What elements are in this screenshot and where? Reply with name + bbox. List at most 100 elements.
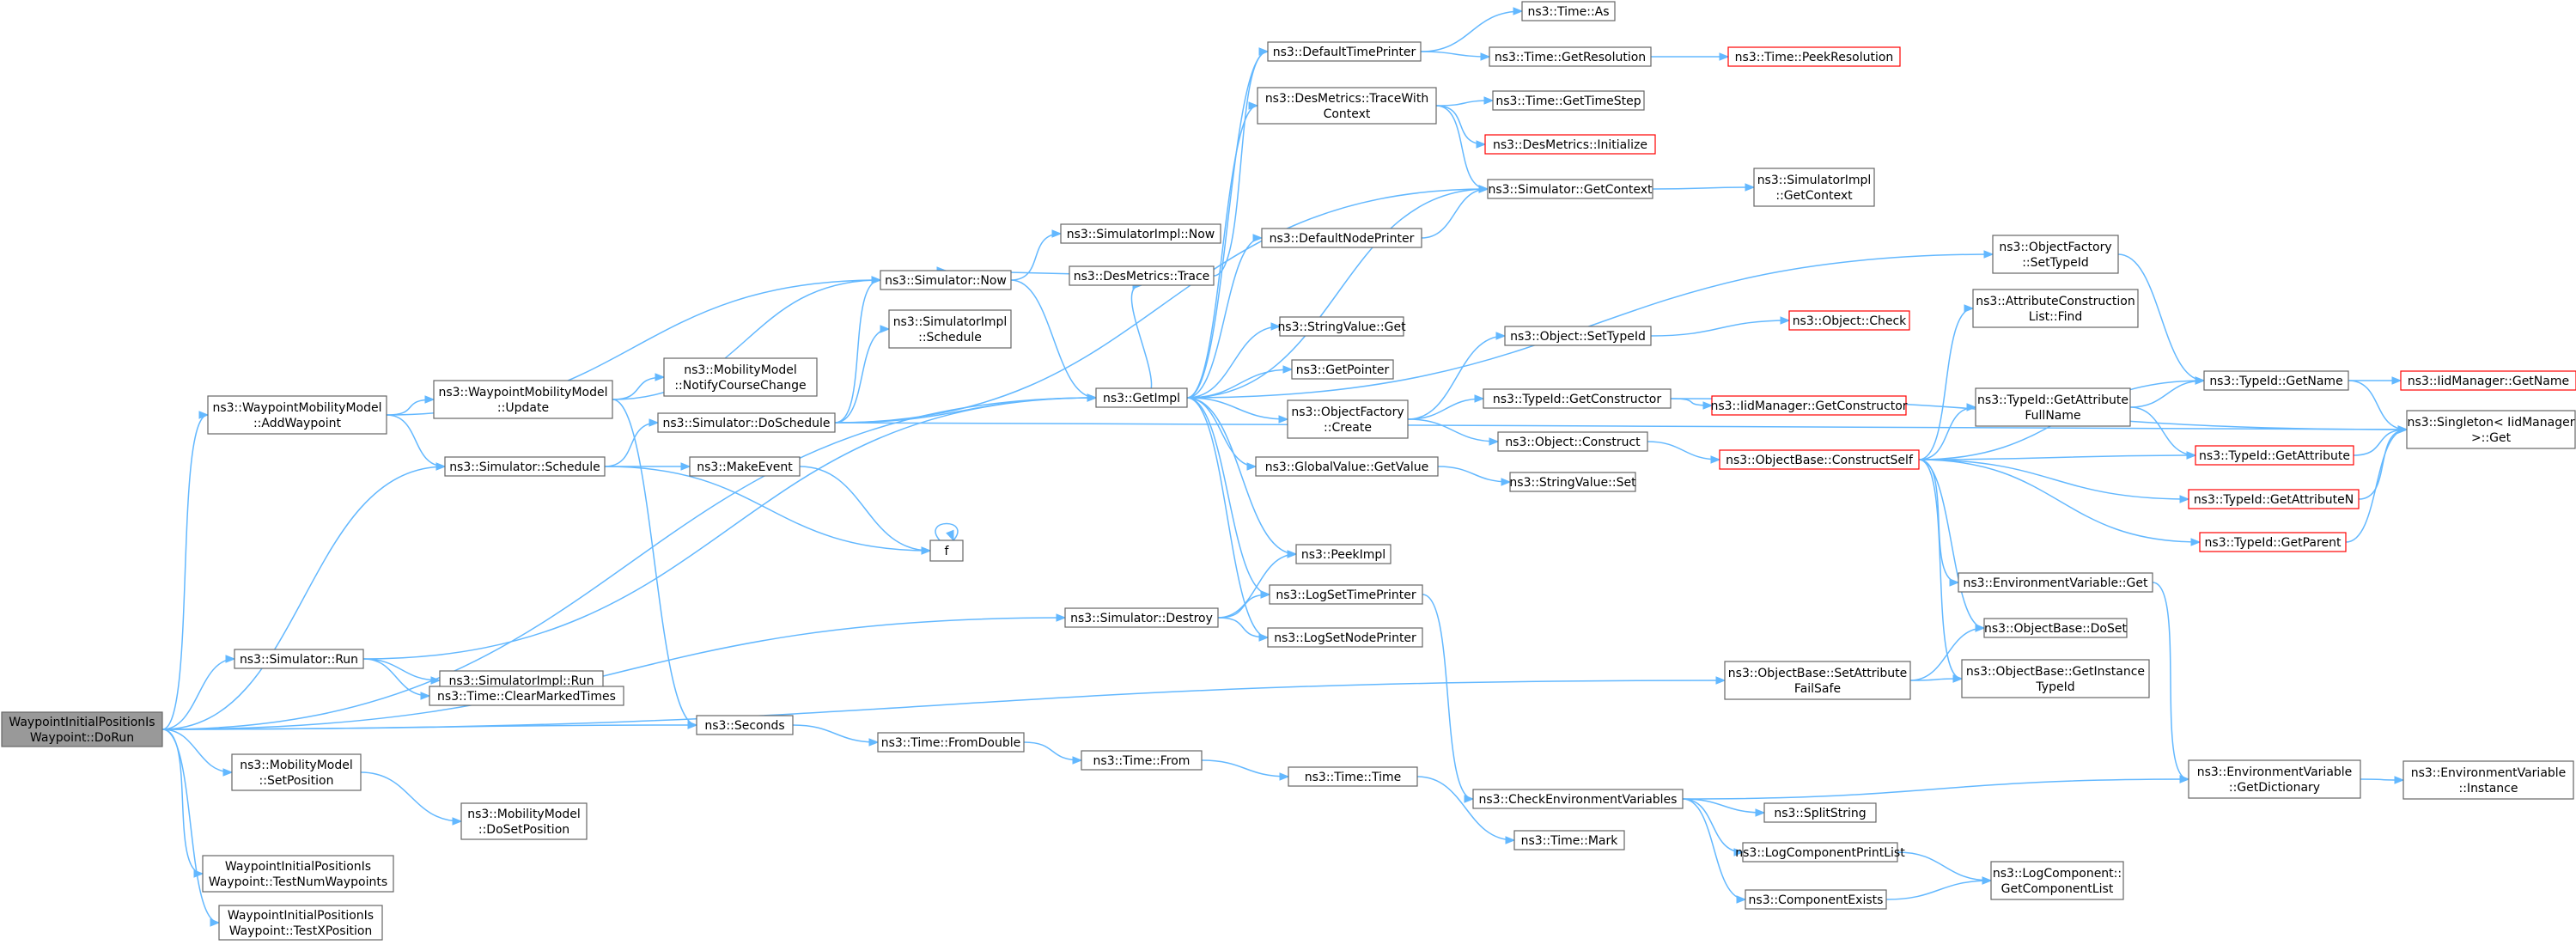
node-deftimeprinter[interactable]: ns3::DefaultTimePrinter	[1267, 41, 1422, 62]
node-f[interactable]: f	[929, 540, 964, 562]
node-box[interactable]	[1095, 387, 1188, 408]
node-peekimpl[interactable]: ns3::PeekImpl	[1295, 544, 1392, 564]
node-typeidgetctor[interactable]: ns3::TypeId::GetConstructor	[1483, 388, 1672, 409]
node-box[interactable]	[1279, 316, 1404, 337]
node-box[interactable]	[231, 753, 362, 791]
node-box[interactable]	[1, 711, 163, 747]
node-objsettypeid[interactable]: ns3::Object::SetTypeId	[1504, 326, 1652, 346]
node-envinstance[interactable]: ns3::EnvironmentVariable::Instance	[2402, 760, 2574, 800]
node-getimpl[interactable]: ns3::GetImpl	[1095, 387, 1188, 408]
node-timeas[interactable]: ns3::Time::As	[1521, 1, 1616, 21]
node-box[interactable]	[1267, 627, 1423, 648]
node-makeevent[interactable]: ns3::MakeEvent	[689, 456, 801, 477]
node-box[interactable]	[2188, 489, 2360, 509]
node-box[interactable]	[444, 456, 606, 477]
node-box[interactable]	[460, 802, 588, 840]
node-logcompgetlist[interactable]: ns3::LogComponent::GetComponentList	[1990, 861, 2124, 900]
node-typeidgetattr[interactable]: ns3::TypeId::GetAttribute	[2195, 445, 2354, 466]
node-box[interactable]	[696, 715, 794, 735]
node-objcheck[interactable]: ns3::Object::Check	[1788, 310, 1910, 331]
node-typeidgetname[interactable]: ns3::TypeId::GetName	[2203, 370, 2349, 391]
node-destrace[interactable]: ns3::DesMetrics::Trace	[1069, 265, 1215, 286]
node-box[interactable]	[1069, 265, 1215, 286]
node-box[interactable]	[888, 309, 1012, 349]
node-compexists[interactable]: ns3::ComponentExists	[1745, 889, 1887, 910]
node-dosetpos[interactable]: ns3::MobilityModel::DoSetPosition	[460, 802, 588, 840]
node-box[interactable]	[1487, 179, 1653, 199]
node-box[interactable]	[429, 686, 624, 706]
node-box[interactable]	[1287, 399, 1409, 439]
node-box[interactable]	[1719, 449, 1920, 470]
node-addwp[interactable]: ns3::WaypointMobilityModel::AddWaypoint	[207, 395, 387, 435]
node-simschedule[interactable]: ns3::Simulator::Schedule	[444, 456, 606, 477]
node-typeidgetparent[interactable]: ns3::TypeId::GetParent	[2199, 532, 2347, 552]
node-timegetres[interactable]: ns3::Time::GetResolution	[1489, 46, 1652, 67]
node-box[interactable]	[2406, 410, 2576, 449]
node-simnow[interactable]: ns3::Simulator::Now	[880, 270, 1012, 290]
node-singletonget[interactable]: ns3::Singleton< IidManager>::Get	[2406, 410, 2576, 449]
node-box[interactable]	[689, 456, 801, 477]
node-stringvalueget[interactable]: ns3::StringValue::Get	[1277, 316, 1406, 337]
node-getpointer[interactable]: ns3::GetPointer	[1291, 359, 1394, 380]
node-box[interactable]	[1958, 572, 2153, 593]
node-box[interactable]	[929, 540, 964, 562]
node-box[interactable]	[1513, 830, 1625, 850]
node-box[interactable]	[218, 905, 383, 941]
node-box[interactable]	[1961, 659, 2150, 698]
node-box[interactable]	[1497, 431, 1648, 452]
node-box[interactable]	[1295, 544, 1392, 564]
node-box[interactable]	[657, 412, 836, 433]
node-timetime[interactable]: ns3::Time::Time	[1288, 766, 1418, 787]
node-globalvalueget[interactable]: ns3::GlobalValue::GetValue	[1255, 456, 1439, 477]
node-box[interactable]	[1269, 584, 1423, 605]
node-objfactcreate[interactable]: ns3::ObjectFactory::Create	[1287, 399, 1409, 439]
node-testnum[interactable]: WaypointInitialPositionIsWaypoint::TestN…	[202, 855, 394, 893]
node-iidgetname[interactable]: ns3::IidManager::GetName	[2400, 370, 2576, 391]
node-box[interactable]	[1711, 395, 1907, 416]
node-box[interactable]	[1267, 41, 1422, 62]
node-simimplrun[interactable]: ns3::SimulatorImpl::Run	[439, 670, 604, 691]
node-box[interactable]	[1990, 861, 2124, 900]
node-box[interactable]	[877, 732, 1025, 753]
node-box[interactable]	[1291, 359, 1394, 380]
node-box[interactable]	[2203, 370, 2349, 391]
node-box[interactable]	[1257, 87, 1437, 125]
node-box[interactable]	[207, 395, 387, 435]
node-box[interactable]	[1483, 388, 1672, 409]
node-box[interactable]	[2400, 370, 2576, 391]
node-box[interactable]	[2195, 445, 2354, 466]
node-box[interactable]	[1788, 310, 1910, 331]
node-box[interactable]	[1060, 223, 1221, 244]
node-timemark[interactable]: ns3::Time::Mark	[1513, 830, 1625, 850]
node-box[interactable]	[880, 270, 1012, 290]
node-doschedule[interactable]: ns3::Simulator::DoSchedule	[657, 412, 836, 433]
node-box[interactable]	[1727, 46, 1901, 67]
node-box[interactable]	[2402, 760, 2574, 800]
node-constructself[interactable]: ns3::ObjectBase::ConstructSelf	[1719, 449, 1920, 470]
node-stringvalueset[interactable]: ns3::StringValue::Set	[1509, 472, 1636, 492]
node-box[interactable]	[1509, 472, 1636, 492]
node-box[interactable]	[1724, 661, 1911, 700]
node-clearmarked[interactable]: ns3::Time::ClearMarkedTimes	[429, 686, 624, 706]
node-simimplnow[interactable]: ns3::SimulatorImpl::Now	[1060, 223, 1221, 244]
node-defnodeprinter[interactable]: ns3::DefaultNodePrinter	[1261, 228, 1422, 248]
node-logsetnode[interactable]: ns3::LogSetNodePrinter	[1267, 627, 1423, 648]
node-box[interactable]	[1742, 842, 1898, 863]
node-checkenv[interactable]: ns3::CheckEnvironmentVariables	[1472, 789, 1684, 809]
node-notifycc[interactable]: ns3::MobilityModel::NotifyCourseChange	[663, 357, 818, 397]
node-desinit[interactable]: ns3::DesMetrics::Initialize	[1484, 134, 1656, 155]
node-envget[interactable]: ns3::EnvironmentVariable::Get	[1958, 572, 2153, 593]
node-box[interactable]	[1288, 766, 1418, 787]
node-testx[interactable]: WaypointInitialPositionIsWaypoint::TestX…	[218, 905, 383, 941]
node-wpupdate[interactable]: ns3::WaypointMobilityModel::Update	[433, 380, 613, 419]
node-logsettime[interactable]: ns3::LogSetTimePrinter	[1269, 584, 1423, 605]
node-typeidgetattrn[interactable]: ns3::TypeId::GetAttributeN	[2188, 489, 2360, 509]
node-box[interactable]	[1492, 90, 1645, 111]
node-box[interactable]	[1255, 456, 1439, 477]
node-splitstring[interactable]: ns3::SplitString	[1763, 802, 1877, 823]
node-logcompprint[interactable]: ns3::LogComponentPrintList	[1735, 842, 1905, 863]
